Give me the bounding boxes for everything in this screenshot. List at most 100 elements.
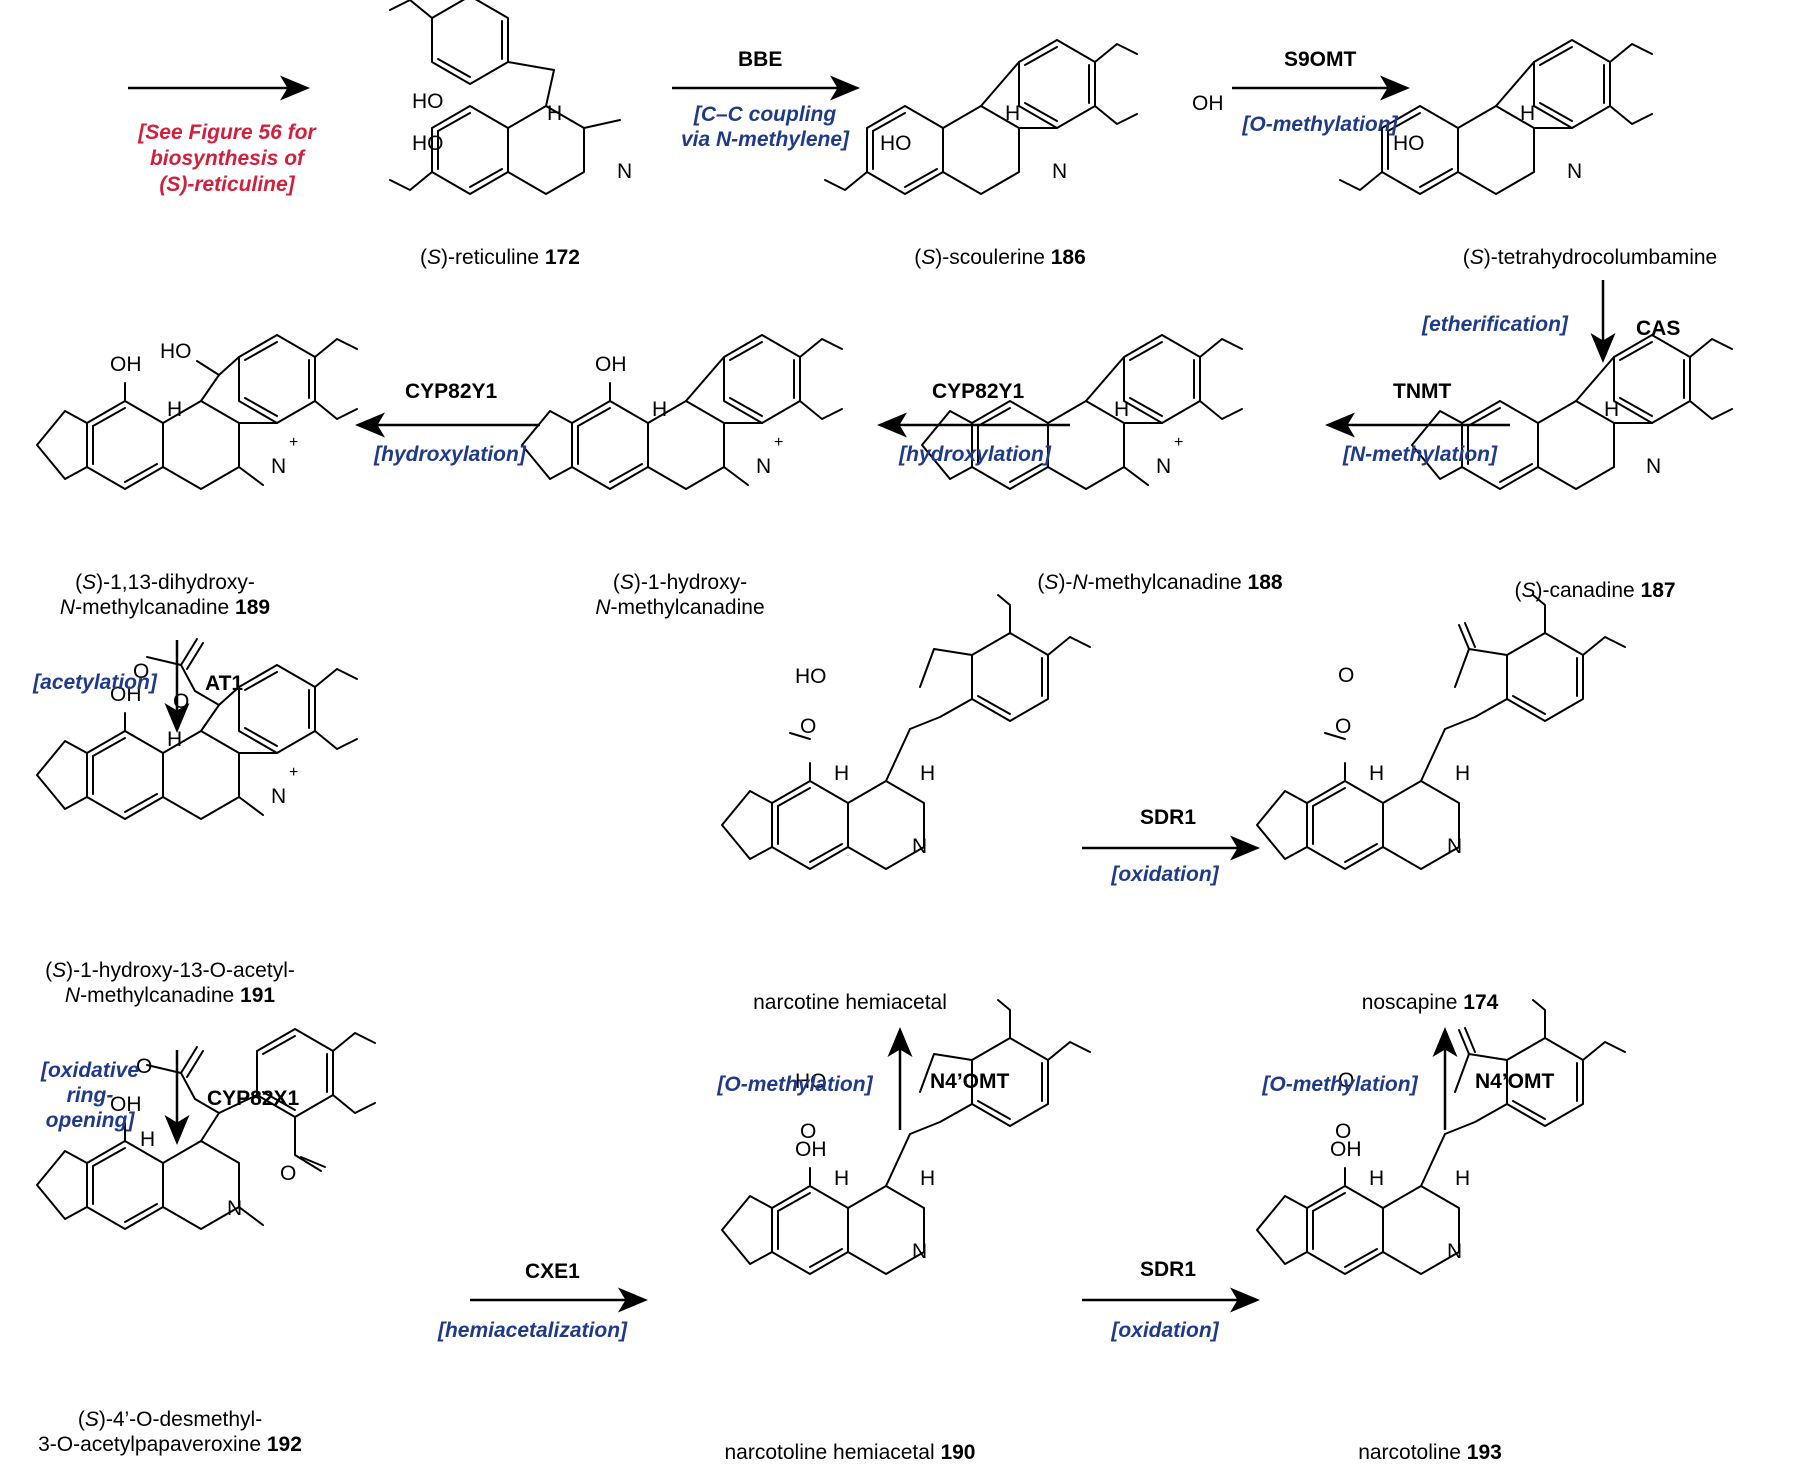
dihydroxy-n-methylcanadine-structure bbox=[36, 334, 358, 490]
enzyme-cyp82x1: CYP82X1 bbox=[207, 1087, 300, 1110]
name-text: )- bbox=[1058, 571, 1073, 594]
atom-o: O bbox=[1335, 1120, 1352, 1143]
atom-h: H bbox=[1369, 1167, 1385, 1190]
atom-n: N bbox=[1646, 455, 1662, 478]
name-text: noscapine bbox=[1361, 991, 1464, 1014]
atom-n: N bbox=[271, 455, 287, 478]
atom-oh: OH bbox=[1192, 92, 1224, 115]
stereo-label: S bbox=[427, 246, 442, 269]
name-line: (S)-1-hydroxy- bbox=[570, 570, 790, 595]
acetyl-n-methylcanadine-structure bbox=[36, 638, 358, 820]
name-prefix: ( bbox=[77, 1408, 85, 1431]
name-text: )-1-hydroxy-13-O-acetyl- bbox=[66, 959, 295, 982]
compound-name-acetyl-n-methylcanadine: (S)-1-hydroxy-13-O-acetyl- N-methylcanad… bbox=[10, 958, 330, 1008]
reaction-sdr1-bottom: [oxidation] bbox=[1111, 1319, 1219, 1342]
note-line-2: biosynthesis of bbox=[149, 147, 305, 170]
reaction-cyp82y1-b: [hydroxylation] bbox=[374, 443, 526, 466]
narcotoline-structure bbox=[1256, 999, 1626, 1275]
name-prefix: ( bbox=[45, 959, 53, 982]
compound-name-scoulerine: (S)-scoulerine 186 bbox=[880, 245, 1120, 270]
compound-name-reticuline: (S)-reticuline 172 bbox=[380, 245, 620, 270]
name-line: N-methylcanadine 191 bbox=[10, 983, 330, 1008]
n-label: N bbox=[1072, 571, 1088, 594]
enzyme-cas: CAS bbox=[1636, 317, 1681, 340]
compound-number: 172 bbox=[544, 246, 580, 269]
compound-number: 191 bbox=[240, 984, 276, 1007]
atom-oh: OH bbox=[110, 353, 142, 376]
name-prefix: ( bbox=[1462, 246, 1470, 269]
name-text: -methylcanadine bbox=[1087, 571, 1248, 594]
name-text: )-canadine bbox=[1535, 579, 1641, 602]
compound-name-canadine: (S)-canadine 187 bbox=[1480, 578, 1710, 603]
tetrahydrocolumbamine-structure bbox=[1339, 39, 1653, 195]
stereo-label: S bbox=[82, 571, 97, 594]
compound-name-papaveroxine: (S)-4’-O-desmethyl- 3-O-acetylpapaveroxi… bbox=[10, 1407, 330, 1457]
stereo-label: S bbox=[1044, 571, 1059, 594]
atom-n: N bbox=[1156, 455, 1172, 478]
atom-ho: HO bbox=[160, 340, 192, 363]
enzyme-sdr1-bottom: SDR1 bbox=[1140, 1258, 1197, 1281]
name-prefix: ( bbox=[1514, 579, 1522, 602]
atom-o: O bbox=[1338, 1069, 1355, 1092]
enzyme-cyp82y1-a: CYP82Y1 bbox=[932, 380, 1025, 403]
compound-number: 190 bbox=[940, 1441, 976, 1464]
atom-h: H bbox=[652, 398, 668, 421]
atom-plus: + bbox=[289, 764, 299, 781]
compound-name-narcotine-hemiacetal: narcotine hemiacetal bbox=[710, 990, 990, 1015]
atom-ho: HO bbox=[1393, 132, 1425, 155]
enzyme-cxe1: CXE1 bbox=[525, 1260, 580, 1283]
name-text: 3-O-acetylpapaveroxine bbox=[38, 1433, 267, 1456]
note-line-1: [See Figure 56 for bbox=[138, 121, 316, 144]
atom-plus: + bbox=[1174, 434, 1184, 451]
stereo-label: S bbox=[1469, 246, 1484, 269]
name-text: )-1,13-dihydroxy- bbox=[96, 571, 255, 594]
name-text: -methylcanadine bbox=[75, 596, 236, 619]
reticuline-structure bbox=[389, 0, 621, 195]
atom-o: O bbox=[1338, 664, 1355, 687]
name-text: )-4’-O-desmethyl- bbox=[98, 1408, 263, 1431]
atom-h: H bbox=[920, 1167, 936, 1190]
n-label: N bbox=[64, 984, 81, 1007]
n-methylcanadine-structure bbox=[921, 334, 1243, 490]
atom-h: H bbox=[834, 762, 850, 785]
reaction-cyp82y1-a: [hydroxylation] bbox=[899, 443, 1051, 466]
atom-n: N bbox=[912, 1240, 928, 1263]
reaction-cyp82x1: [oxidative ring- opening] bbox=[20, 1058, 160, 1133]
enzyme-at1: AT1 bbox=[205, 672, 244, 695]
reaction-at1: [acetylation] bbox=[33, 671, 157, 694]
compound-name-n-methylcanadine: (S)-N-methylcanadine 188 bbox=[1000, 570, 1320, 595]
atom-ho: HO bbox=[795, 1070, 827, 1093]
atom-o: O bbox=[173, 690, 190, 713]
enzyme-tnmt: TNMT bbox=[1393, 380, 1452, 403]
stereo-label: S bbox=[1521, 579, 1536, 602]
atom-n: N bbox=[756, 455, 772, 478]
hydroxy-n-methylcanadine-structure bbox=[521, 334, 843, 490]
compound-name-narcotoline: narcotoline 193 bbox=[1330, 1440, 1530, 1465]
reaction-line: [oxidative bbox=[40, 1059, 140, 1082]
narcotine-hemiacetal-structure bbox=[721, 594, 1091, 870]
name-prefix: ( bbox=[420, 246, 428, 269]
stereo-label: S bbox=[921, 246, 936, 269]
reaction-sdr1-top: [oxidation] bbox=[1111, 863, 1219, 886]
compound-name-dihydroxy-n-methylcanadine: (S)-1,13-dihydroxy- N-methylcanadine 189 bbox=[30, 570, 300, 620]
reaction-n4omt-left: [O-methylation] bbox=[717, 1073, 873, 1096]
atom-plus: + bbox=[289, 434, 299, 451]
enzyme-n4omt-left: N4’OMT bbox=[930, 1070, 1010, 1093]
name-text: )-tetrahydrocolumbamine bbox=[1483, 246, 1718, 269]
name-text: )-reticuline bbox=[441, 246, 545, 269]
noscapine-structure bbox=[1256, 594, 1626, 870]
biosynthesis-note: [See Figure 56 for biosynthesis of (S)-r… bbox=[112, 120, 342, 198]
name-line: N-methylcanadine 189 bbox=[30, 595, 300, 620]
atom-n: N bbox=[271, 785, 287, 808]
papaveroxine-structure bbox=[36, 1028, 376, 1230]
name-line: (S)-4’-O-desmethyl- bbox=[10, 1407, 330, 1432]
atom-o: O bbox=[1335, 715, 1352, 738]
name-text: narcotoline bbox=[1358, 1441, 1467, 1464]
name-prefix: ( bbox=[1037, 571, 1045, 594]
atom-n: N bbox=[912, 835, 928, 858]
atom-oh: OH bbox=[595, 353, 627, 376]
n-label: N bbox=[59, 596, 76, 619]
compound-name-tetrahydrocolumbamine: (S)-tetrahydrocolumbamine bbox=[1430, 245, 1750, 270]
atom-h: H bbox=[140, 1128, 156, 1151]
reaction-line: opening] bbox=[45, 1109, 135, 1132]
